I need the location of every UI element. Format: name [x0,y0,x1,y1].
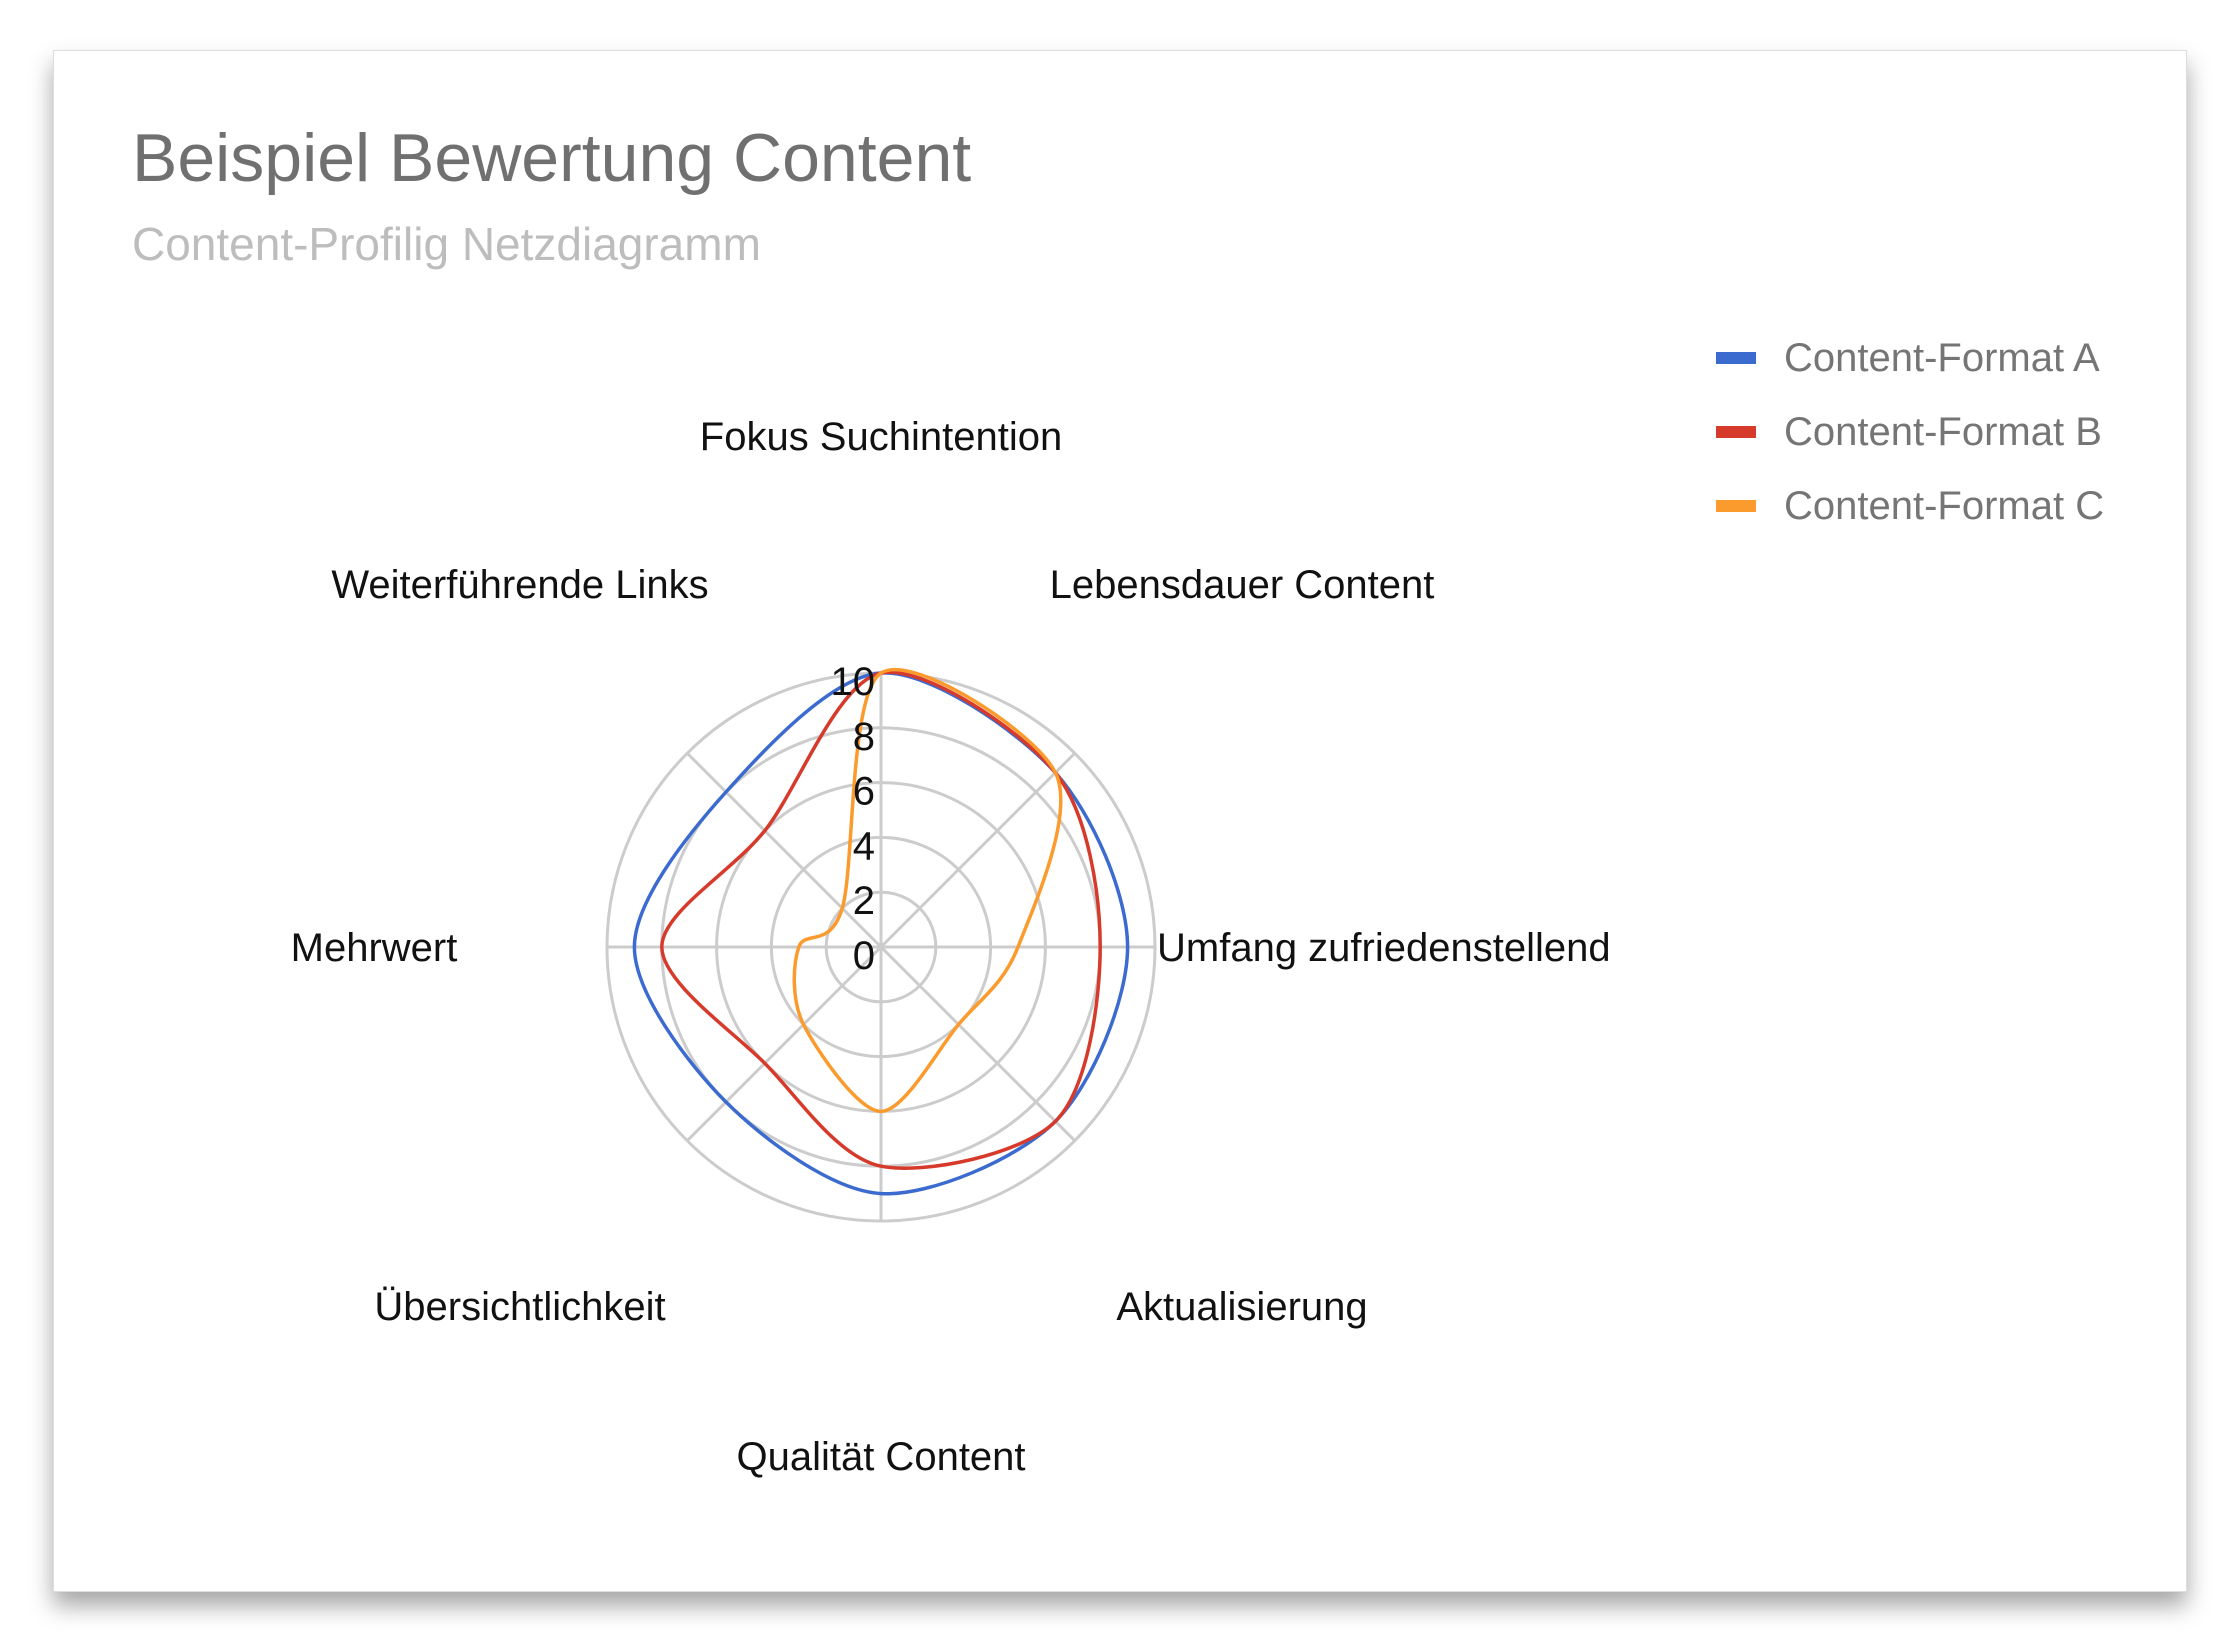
legend-item-b[interactable]: Content-Format B [1716,395,2104,469]
tick-label: 0 [853,934,875,978]
series-line-b [660,670,1102,1170]
axis-label: Fokus Suchintention [700,415,1062,459]
series-line-a [632,671,1130,1196]
legend-swatch-b [1716,426,1756,438]
tick-label: 4 [853,824,875,868]
legend-swatch-c [1716,500,1756,512]
series-line-c [792,668,1063,1114]
tick-label: 6 [853,770,875,814]
axis-label: Übersichtlichkeit [374,1285,665,1329]
chart-title: Beispiel Bewertung Content [132,120,972,196]
legend: Content-Format A Content-Format B Conten… [1716,321,2104,543]
tick-label: 8 [853,715,875,759]
grid-spoke [686,752,883,949]
grid-spoke [879,752,1076,949]
legend-item-a[interactable]: Content-Format A [1716,321,2104,395]
legend-label: Content-Format C [1784,483,2105,528]
axis-label: Qualität Content [736,1435,1025,1479]
axis-label: Weiterführende Links [331,563,708,607]
tick-label: 10 [831,660,876,704]
axis-label: Lebensdauer Content [1050,563,1435,607]
grid-spoke [686,945,883,1142]
axis-label: Umfang zufriedenstellend [1157,926,1611,970]
legend-label: Content-Format A [1784,335,2100,380]
legend-swatch-a [1716,352,1756,364]
grid-spoke [879,945,1076,1142]
axis-label: Aktualisierung [1116,1285,1367,1329]
axis-label: Mehrwert [291,926,458,970]
chart-subtitle: Content-Profilig Netzdiagramm [132,218,761,270]
legend-item-c[interactable]: Content-Format C [1716,469,2104,543]
tick-label: 2 [853,879,875,923]
chart-card: Beispiel Bewertung Content Content-Profi… [53,50,2187,1592]
legend-label: Content-Format B [1784,409,2102,454]
